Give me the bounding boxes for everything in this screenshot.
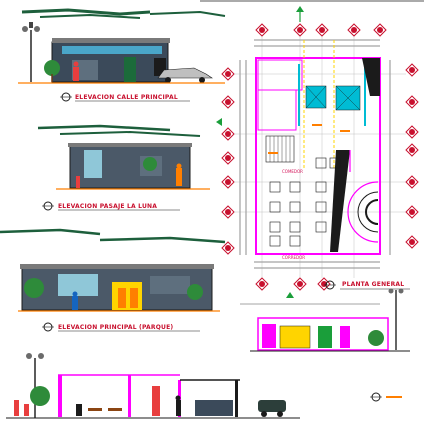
elevation-park-label: ELEVACION PRINCIPAL (PARQUE)	[58, 324, 173, 331]
dining-tables	[269, 157, 341, 247]
plan-title: PLANTA GENERAL	[324, 280, 410, 290]
elevation-alley-title: ELEVACION PASAJE LA LUNA	[42, 201, 180, 211]
elevation-street-title: ELEVACION CALLE PRINCIPAL	[60, 92, 190, 102]
arrow-icon	[286, 292, 294, 298]
compass-icon	[296, 6, 304, 22]
elevation-park-title: ELEVACION PRINCIPAL (PARQUE)	[42, 322, 200, 332]
axis-markers-right	[405, 63, 419, 249]
arrow-icon	[216, 118, 222, 126]
room-label-corridor: CORREDOR	[282, 255, 305, 260]
curved-feature	[347, 181, 379, 243]
elevation-street: ELEVACION CALLE PRINCIPAL	[18, 8, 226, 102]
tiled-area	[305, 85, 361, 111]
section-view	[6, 353, 300, 419]
person-figure	[73, 61, 79, 81]
street-lamp	[22, 22, 40, 82]
plan-title-label: PLANTA GENERAL	[342, 281, 404, 288]
car	[157, 67, 213, 83]
axis-markers-bottom	[255, 277, 331, 291]
staircase	[265, 135, 295, 163]
elevation-side	[240, 288, 410, 352]
axis-markers-left	[221, 67, 235, 255]
street-lamp-3	[388, 288, 404, 350]
north-arrow-icon	[370, 392, 402, 402]
axis-markers-top	[255, 23, 387, 37]
floor-plan: COMEDOR CORREDOR PLANTA GENERAL	[216, 6, 419, 298]
elevation-alley: ELEVACION PASAJE LA LUNA	[37, 124, 210, 211]
elevation-street-label: ELEVACION CALLE PRINCIPAL	[75, 94, 178, 101]
elevation-alley-label: ELEVACION PASAJE LA LUNA	[58, 203, 157, 210]
room-label-dining: COMEDOR	[282, 169, 303, 174]
elevation-park: ELEVACION PRINCIPAL (PARQUE)	[0, 228, 226, 332]
